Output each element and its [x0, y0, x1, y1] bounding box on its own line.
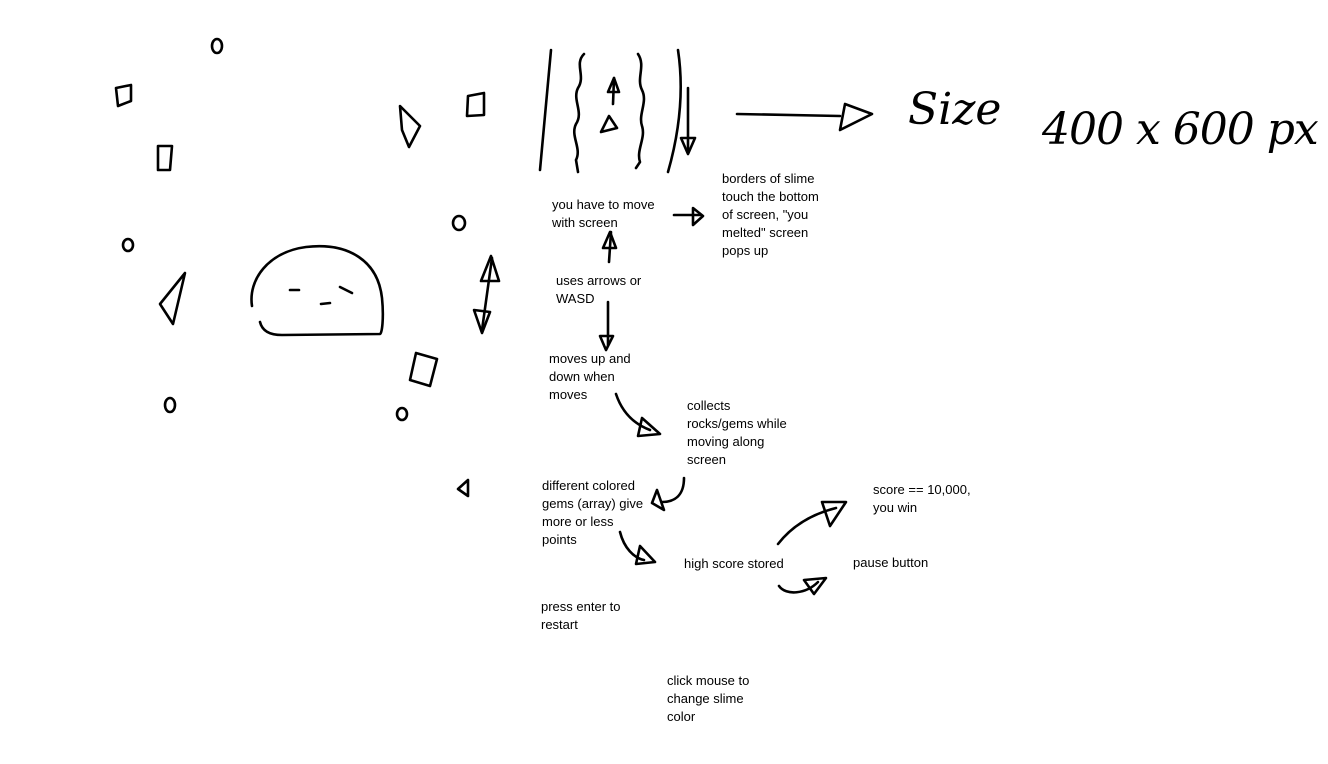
note-collects: collects rocks/gems while moving along s… [687, 398, 787, 467]
arrow-icon [660, 476, 686, 504]
rock-icon [210, 37, 224, 55]
slime-eye-right [338, 285, 354, 295]
note-pause: pause button [853, 555, 929, 570]
arrow-head-icon [636, 416, 662, 438]
arrow-head-icon [606, 76, 621, 94]
gem-icon [114, 83, 133, 108]
size-label: Size [908, 84, 1002, 135]
gem-icon [456, 478, 470, 498]
gem-icon [599, 114, 619, 134]
arrow-icon [618, 530, 646, 562]
note-melted: borders of slime touch the bottom of scr… [722, 171, 819, 258]
rock-icon [163, 396, 177, 414]
rock-icon [121, 237, 135, 253]
arrow-icon [777, 580, 820, 594]
screen-border-right [666, 48, 683, 174]
gem-icon [408, 351, 439, 388]
arrow-head-icon [650, 488, 666, 512]
arrow-head-icon [838, 102, 874, 132]
arrow-head-icon [679, 136, 697, 156]
screen-wavy-left [573, 52, 586, 174]
rock-icon [395, 406, 409, 422]
gem-icon [156, 144, 174, 172]
arrow-icon [776, 506, 838, 546]
arrow-head-icon [472, 308, 492, 335]
note-gems-points: different colored gems (array) give more… [542, 478, 644, 547]
arrow-head-icon [820, 500, 848, 528]
note-moves-up-down: moves up and down when moves [549, 351, 631, 402]
note-high-score: high score stored [684, 556, 784, 571]
note-mouse-color: click mouse to change slime color [667, 673, 750, 724]
arrow-icon [614, 392, 652, 432]
arrow-head-icon [634, 544, 657, 566]
arrow-head-icon [802, 576, 828, 596]
slime-mouth [319, 301, 332, 306]
arrow-head-icon [601, 230, 618, 250]
slime-blob-icon [250, 244, 385, 337]
note-win: score == 10,000, you win [873, 482, 971, 515]
arrow-head-icon [479, 254, 501, 283]
arrow-head-icon [691, 206, 705, 227]
screen-wavy-right [634, 52, 646, 170]
gem-icon [398, 104, 422, 149]
rock-icon [451, 214, 467, 232]
gem-icon [465, 91, 486, 118]
size-arrow-icon [735, 112, 842, 118]
double-arrow-icon [480, 256, 494, 332]
note-move-with-screen: you have to move with screen [552, 197, 655, 230]
gem-icon [158, 271, 187, 326]
arrow-head-icon [598, 334, 615, 352]
screen-border-left [538, 48, 553, 172]
size-value: 400 x 600 px [1042, 104, 1319, 155]
note-controls: uses arrows or WASD [556, 273, 642, 306]
note-restart: press enter to restart [541, 599, 621, 632]
